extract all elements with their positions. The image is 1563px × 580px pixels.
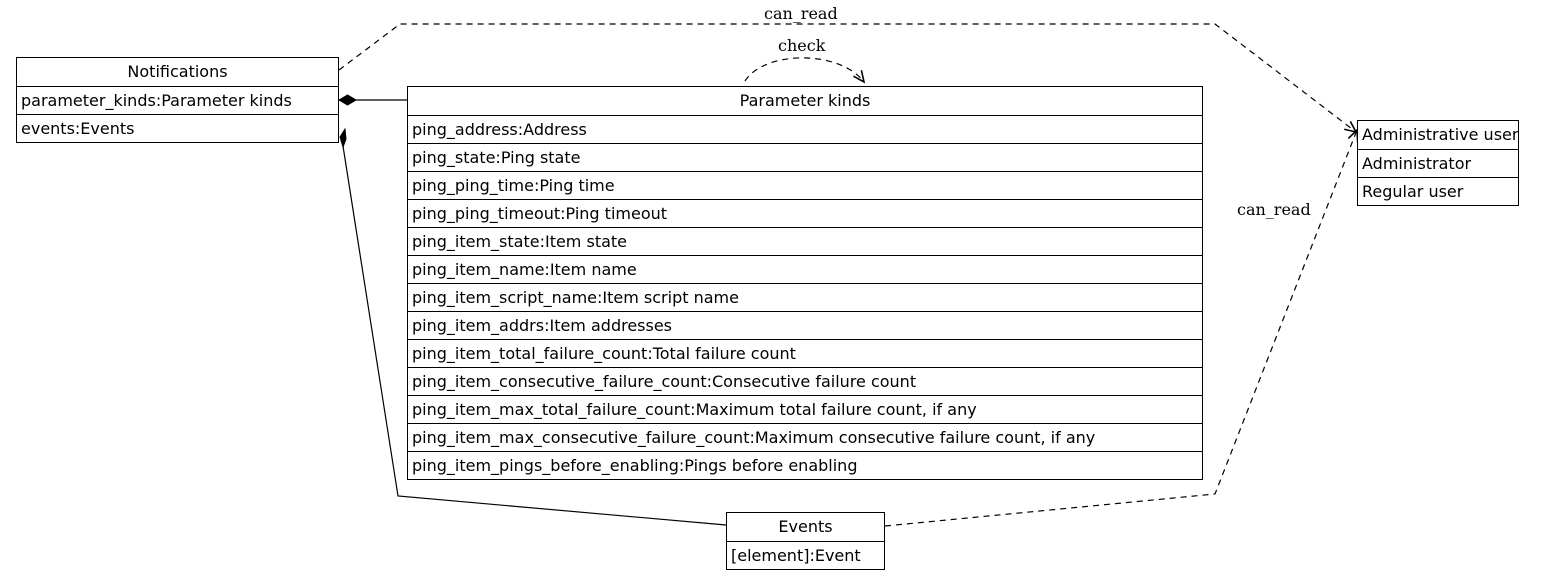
edge-composition-events (342, 145, 727, 526)
node-field: ping_ping_time:Ping time (408, 171, 1202, 199)
node-events[interactable]: Events [element]:Event (726, 512, 885, 570)
node-field: ping_item_pings_before_enabling:Pings be… (408, 451, 1202, 479)
edge-check (744, 57, 866, 84)
node-field: ping_item_total_failure_count:Total fail… (408, 339, 1202, 367)
node-field: parameter_kinds:Parameter kinds (17, 86, 338, 114)
node-title: Administrative user (1362, 125, 1519, 144)
node-field: ping_item_addrs:Item addresses (408, 311, 1202, 339)
node-parameter-kinds[interactable]: Parameter kinds ping_address:Address pin… (407, 86, 1203, 480)
node-administrative-user[interactable]: Administrative user Administrator Regula… (1357, 120, 1519, 206)
composition-diamond-icon (338, 94, 357, 106)
node-field: ping_item_name:Item name (408, 255, 1202, 283)
edge-can-read-top (338, 23, 1358, 134)
node-field: ping_item_state:Item state (408, 227, 1202, 255)
node-notifications[interactable]: Notifications parameter_kinds:Parameter … (16, 57, 339, 143)
node-field: ping_item_max_consecutive_failure_count:… (408, 423, 1202, 451)
node-field: ping_address:Address (408, 115, 1202, 143)
node-field: ping_ping_timeout:Ping timeout (408, 199, 1202, 227)
composition-diamond-icon (339, 127, 347, 149)
edge-label-check: check (778, 36, 826, 55)
node-title: Parameter kinds (739, 91, 871, 110)
node-field: Administrator (1358, 149, 1518, 177)
node-field: ping_state:Ping state (408, 143, 1202, 171)
edge-label-can-read-top: can_read (764, 4, 838, 23)
node-field: [element]:Event (727, 541, 884, 569)
node-field: ping_item_consecutive_failure_count:Cons… (408, 367, 1202, 395)
node-title: Events (778, 517, 833, 536)
node-field: events:Events (17, 114, 338, 142)
node-title: Notifications (127, 62, 228, 81)
node-field: Regular user (1358, 177, 1518, 205)
node-field: ping_item_max_total_failure_count:Maximu… (408, 395, 1202, 423)
edge-can-read-right (884, 128, 1359, 527)
edge-label-can-read-right: can_read (1237, 200, 1311, 219)
node-field: ping_item_script_name:Item script name (408, 283, 1202, 311)
